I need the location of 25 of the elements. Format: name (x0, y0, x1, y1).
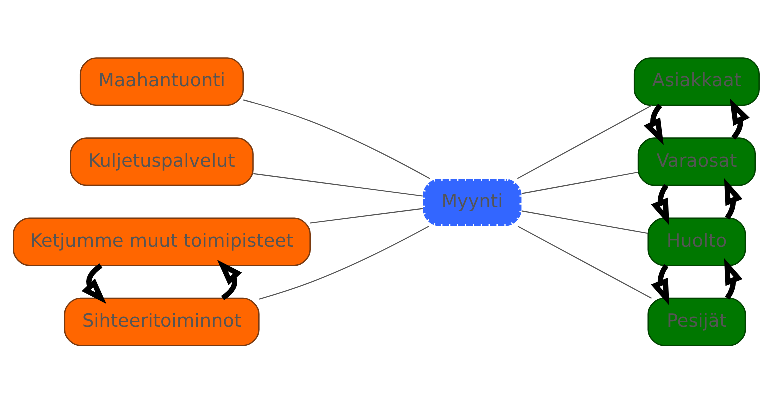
node-box: Asiakkaat (634, 57, 760, 106)
arrow (724, 178, 743, 220)
arrow (730, 98, 750, 140)
connector (310, 208, 424, 224)
node-box: Maahantuonti (80, 57, 244, 106)
node-box: Kuljetuspalvelut (70, 137, 254, 186)
arrow (724, 258, 743, 300)
connector (522, 210, 648, 234)
node-box: Sihteeritoiminnot (64, 297, 260, 346)
arrow (217, 260, 242, 300)
node-box: Ketjumme muut toimipisteet (13, 217, 312, 266)
connector (244, 99, 431, 179)
connector (254, 172, 423, 196)
connector (522, 171, 638, 194)
connector (518, 226, 652, 298)
node-box: Pesijät (648, 297, 746, 346)
node-box: Varaosat (638, 137, 756, 186)
arrow (644, 103, 664, 145)
arrow (651, 184, 670, 226)
connector (259, 226, 430, 300)
arrow (651, 264, 670, 306)
arrow (82, 263, 107, 304)
node-box: Huolto (648, 217, 746, 266)
connector (517, 104, 652, 179)
node-box: Myynti (421, 176, 524, 228)
